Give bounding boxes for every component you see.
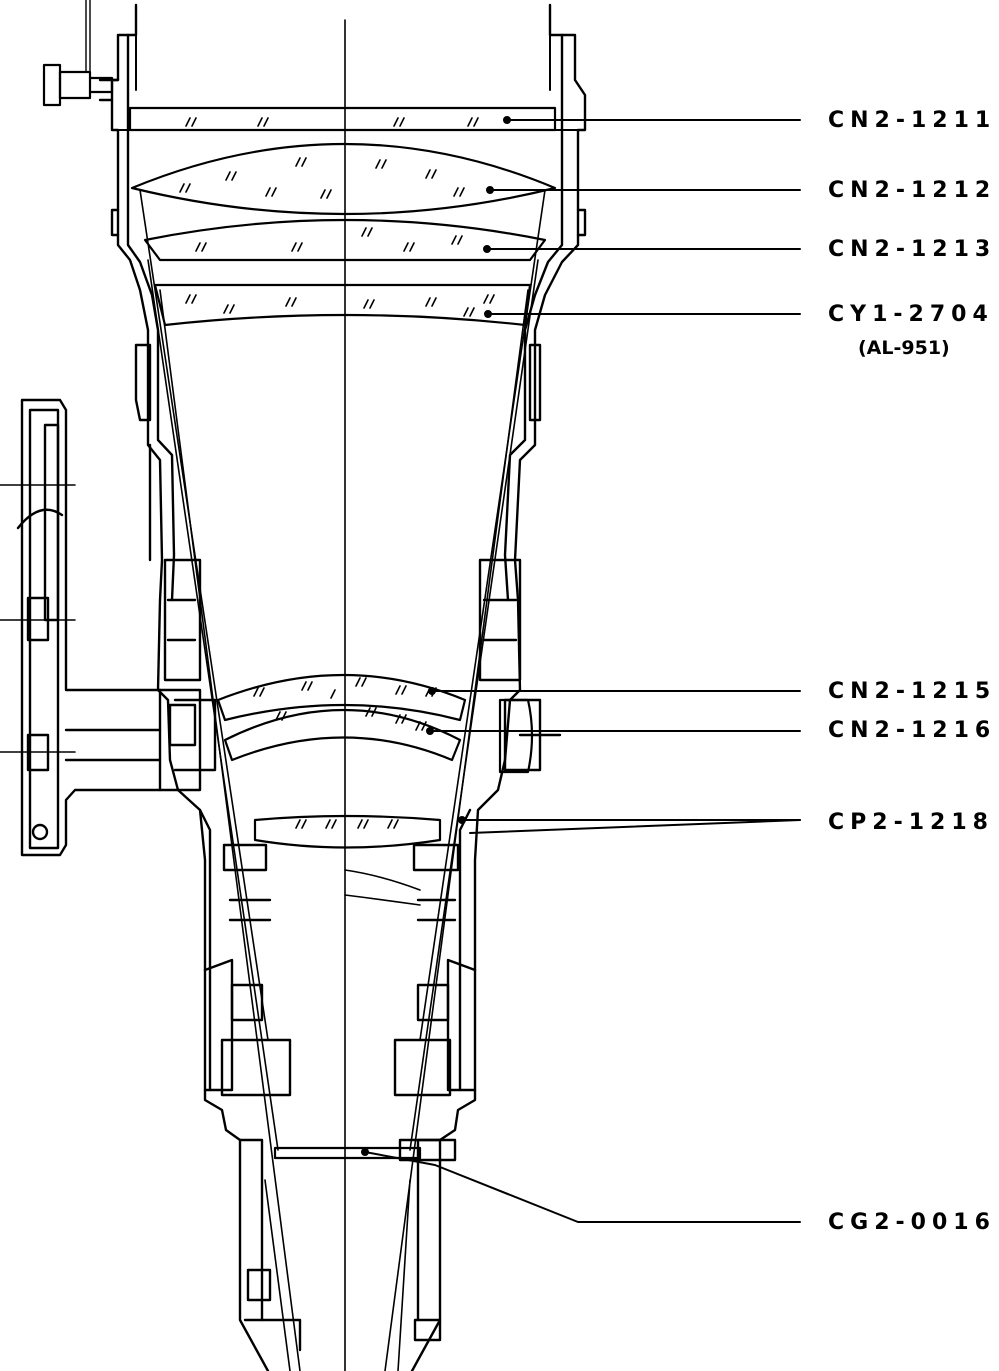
leader-cp2-1218-b xyxy=(469,819,801,834)
leader-lines xyxy=(361,116,801,1223)
front-tube xyxy=(117,7,579,131)
lens-elements xyxy=(128,106,557,1160)
part-label-cn2-1216: CN2-1216 xyxy=(828,718,997,743)
glass-hatching xyxy=(179,117,495,829)
part-label-cn2-1213: CN2-1213 xyxy=(828,237,997,262)
marginal-rays xyxy=(139,189,546,1371)
lens-cn2-1216 xyxy=(223,708,462,762)
part-label-cp2-1218: CP2-1218 xyxy=(828,810,994,835)
lens-cn2-1215 xyxy=(216,673,467,722)
part-label-cg2-0016: CG2-0016 xyxy=(828,1210,996,1235)
part-label-cn2-1215: CN2-1215 xyxy=(828,679,997,704)
thumbscrew xyxy=(42,0,114,107)
lens-cn2-1212 xyxy=(130,142,557,216)
part-label-cy1-2704: CY1-2704 xyxy=(828,302,994,327)
lens-cy1-2704 xyxy=(153,283,532,327)
leader-cg2-0016 xyxy=(364,1151,801,1223)
part-label-cn2-1212: CN2-1212 xyxy=(828,178,997,203)
lens-cn2-1211 xyxy=(128,106,557,132)
side-bracket xyxy=(0,398,202,857)
focus-knob xyxy=(498,698,534,774)
part-sublabel-al-951: (AL-951) xyxy=(858,337,950,359)
part-label-cn2-1211: CN2-1211 xyxy=(828,108,997,133)
barrel-housing-left xyxy=(98,3,302,1371)
lens-cg2-0016 xyxy=(273,1146,422,1160)
lens-cp2-1218 xyxy=(253,814,442,849)
